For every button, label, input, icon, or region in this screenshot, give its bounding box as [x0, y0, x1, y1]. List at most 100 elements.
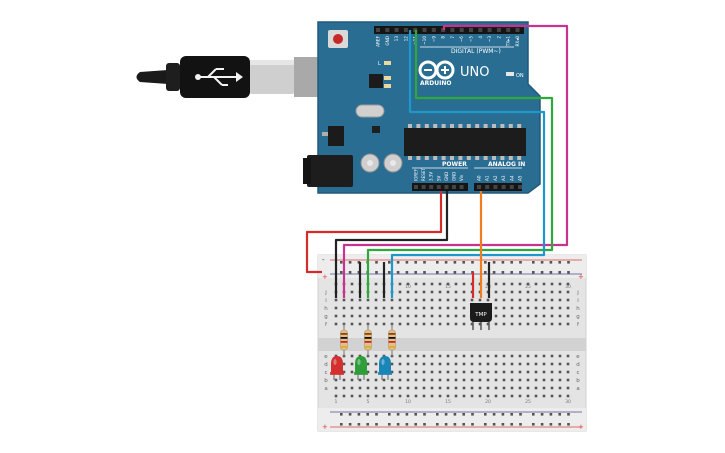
digital-pin-label: ~6: [459, 36, 464, 43]
wire-pin-green: [366, 30, 554, 298]
analog-pin-label: A5: [518, 175, 523, 181]
row-letter: j: [576, 290, 579, 296]
analog-pin-label: A2: [493, 175, 498, 181]
row-letter: g: [324, 314, 328, 320]
digital-pin-label: ~10: [422, 36, 427, 45]
analog-pin-label: A4: [509, 175, 514, 181]
row-letter: h: [324, 306, 328, 312]
reset-button[interactable]: [328, 30, 348, 48]
tmp-sensor-label: TMP: [474, 312, 487, 318]
power-jack: [303, 155, 353, 187]
column-number: 30: [565, 284, 571, 290]
usb-cable: [136, 56, 320, 98]
rail-plus-label-right: +: [578, 273, 584, 281]
wire-gnd-black: [334, 191, 449, 262]
power-pin-label: 5V: [436, 175, 441, 181]
row-letter: i: [325, 298, 327, 304]
analog-pin-label: A3: [501, 175, 506, 181]
resistors: [340, 324, 396, 356]
row-letter: c: [576, 370, 579, 376]
digital-header-label: DIGITAL (PWM~): [451, 48, 501, 55]
row-letter: g: [576, 314, 580, 320]
usb-chip: [369, 74, 383, 88]
row-letter: b: [576, 378, 580, 384]
analog-header: [474, 183, 522, 191]
power-header-label: POWER: [442, 161, 467, 168]
digital-pin-label: 8: [441, 36, 446, 39]
svg-text:L: L: [378, 61, 381, 67]
resistor: [364, 324, 372, 356]
rail-plus-label-bottom: +: [322, 423, 328, 431]
atmega-chip: [404, 124, 526, 160]
row-letter: c: [324, 370, 327, 376]
digital-pin-label: 12: [403, 36, 408, 42]
row-letter: h: [576, 306, 580, 312]
digital-pin-label: TX▸1: [506, 36, 511, 48]
column-number: 1: [335, 399, 338, 405]
row-letter: d: [576, 362, 580, 368]
row-letter: f: [325, 322, 328, 328]
column-number: 15: [445, 284, 451, 290]
row-letter: d: [324, 362, 328, 368]
power-led-label: ON: [516, 73, 524, 79]
resistor: [388, 324, 396, 356]
rail-plus-label: +: [322, 273, 328, 281]
voltage-regulator: [328, 126, 344, 146]
digital-header: [374, 26, 524, 34]
power-pin-label: GND: [452, 172, 457, 181]
digital-pin-label: 4: [478, 36, 483, 39]
arduino-logo: [418, 60, 455, 80]
usb-icon: [200, 68, 236, 86]
row-letter: a: [576, 386, 579, 392]
rail-minus-label: -: [322, 256, 325, 264]
column-number: 30: [565, 399, 571, 405]
wires: [305, 24, 569, 298]
board-brand-label: ARDUINO: [420, 80, 451, 87]
column-number: 10: [405, 399, 411, 405]
digital-pin-label: ~5: [469, 36, 474, 43]
power-pin-label: 3.3V: [429, 172, 434, 181]
column-number: 20: [485, 399, 491, 405]
led-green: [354, 356, 368, 380]
digital-pin-label: AREF: [376, 35, 381, 46]
row-letter: i: [577, 298, 579, 304]
wire-pin-magenta: [342, 24, 569, 298]
digital-pin-label: RX◂0: [515, 36, 520, 47]
power-pin-label: GND: [444, 172, 449, 181]
led-red: [330, 356, 344, 380]
digital-pin-label: 13: [394, 36, 399, 42]
row-letter: f: [577, 322, 580, 328]
analog-header-label: ANALOG IN: [488, 161, 525, 168]
row-letter: a: [324, 386, 327, 392]
wire-5v-red: [305, 191, 443, 274]
row-letter: j: [324, 290, 327, 296]
capacitors: [360, 153, 403, 173]
row-letter: e: [324, 354, 328, 360]
crystal: [355, 104, 385, 118]
digital-pin-label: ~3: [487, 36, 492, 43]
column-number: 25: [525, 284, 531, 290]
power-led: [506, 72, 514, 76]
column-number: 5: [367, 399, 370, 405]
tmp-sensor: TMP: [470, 303, 492, 330]
row-letter: e: [576, 354, 580, 360]
resistor: [340, 324, 348, 356]
board-model-label: UNO: [460, 65, 489, 80]
analog-pin-label: A1: [485, 175, 490, 181]
digital-pin-label: GND: [385, 36, 390, 46]
analog-pin-label: A0: [477, 175, 482, 181]
column-number: 10: [405, 284, 411, 290]
power-pin-label: IOREF: [414, 168, 419, 181]
rail-plus-label-bottom-right: +: [578, 423, 584, 431]
column-number: 15: [445, 399, 451, 405]
digital-pin-label: 7: [450, 36, 455, 39]
power-pin-label: RESET: [421, 168, 426, 181]
row-letter: b: [324, 378, 328, 384]
leds: [330, 356, 392, 380]
digital-pin-label: ~9: [431, 36, 436, 43]
power-pin-label: Vin: [459, 174, 464, 181]
